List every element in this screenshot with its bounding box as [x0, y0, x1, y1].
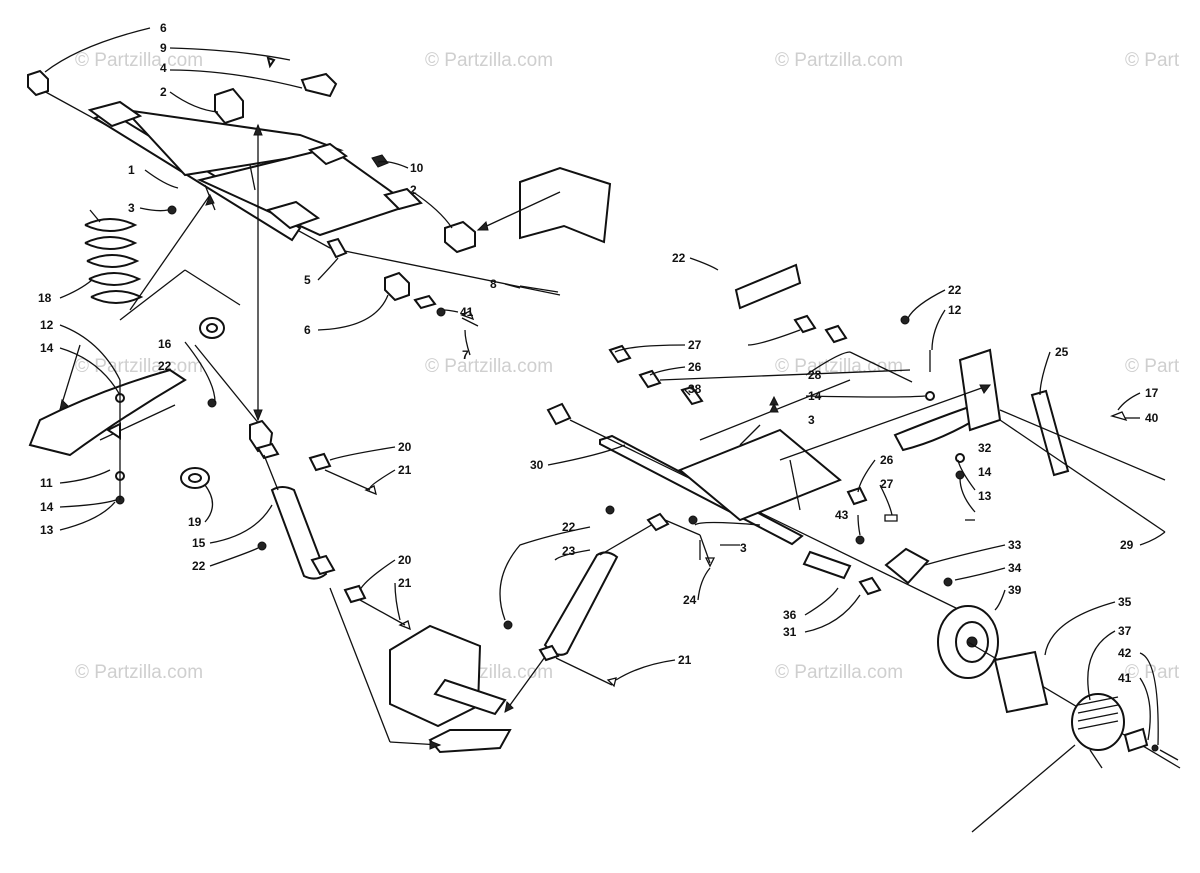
callout-label: 13 — [978, 489, 992, 503]
callout-label: 26 — [880, 453, 894, 467]
wheel-and-spring-assembly — [937, 605, 1181, 833]
callout-label: 32 — [978, 441, 992, 455]
callout-label: 13 — [40, 523, 54, 537]
callout-label: 15 — [192, 536, 206, 550]
callout-label: 16 — [158, 337, 172, 351]
watermark: © Partzilla.com — [425, 356, 553, 377]
watermark-layer: © Partzilla.com © Partzilla.com © Partzi… — [75, 50, 1180, 683]
callout-label: 12 — [40, 318, 54, 332]
callout-label: 42 — [1118, 646, 1132, 660]
callout-label: 12 — [948, 303, 962, 317]
watermark: © Partzilla.com — [775, 50, 903, 71]
callout-label: 21 — [678, 653, 692, 667]
center-shock-assembly — [503, 505, 716, 688]
callout-label: 25 — [1055, 345, 1069, 359]
callout-label: 35 — [1118, 595, 1132, 609]
callout-label: 2 — [160, 85, 167, 99]
watermark: © Partzilla.com — [775, 356, 903, 377]
callout-label: 8 — [490, 277, 497, 291]
watermark-partial: © Part — [1125, 356, 1180, 377]
callout-label: 22 — [192, 559, 206, 573]
rear-arm-assembly — [546, 263, 1166, 611]
callout-label: 11 — [40, 476, 53, 490]
callout-label: 14 — [40, 500, 54, 514]
callout-label: 39 — [1008, 583, 1022, 597]
callout-labels: 6 9 4 2 10 1 3 2 18 8 5 41 6 12 16 22 7 … — [38, 21, 1159, 685]
callout-label: 21 — [398, 463, 412, 477]
callout-label: 31 — [783, 625, 797, 639]
watermark: © Partzilla.com — [775, 662, 903, 683]
callout-label: 9 — [160, 41, 167, 55]
watermark-partial: © Part — [1125, 50, 1180, 71]
callout-label: 20 — [398, 440, 412, 454]
left-suspension-assembly — [28, 123, 411, 631]
callout-label: 14 — [40, 341, 54, 355]
callout-label: 17 — [1145, 386, 1159, 400]
callout-label: 38 — [688, 382, 702, 396]
callout-label: 3 — [740, 541, 747, 555]
watermark: © Partzilla.com — [75, 50, 203, 71]
callout-label: 29 — [1120, 538, 1134, 552]
callout-label: 14 — [808, 389, 822, 403]
front-arm-assembly — [27, 56, 612, 327]
callout-label: 7 — [462, 348, 469, 362]
lower-bracket-assembly — [329, 587, 551, 754]
callout-label: 30 — [530, 458, 544, 472]
callout-label: 23 — [562, 544, 576, 558]
callout-label: 28 — [808, 368, 822, 382]
callout-label: 22 — [562, 520, 576, 534]
callout-label: 6 — [304, 323, 311, 337]
callout-label: 1 — [128, 163, 135, 177]
callout-label: 27 — [688, 338, 702, 352]
callout-label: 22 — [158, 359, 172, 373]
callout-label: 43 — [835, 508, 849, 522]
callout-label: 2 — [410, 183, 417, 197]
callout-label: 37 — [1118, 624, 1132, 638]
watermark: © Partzilla.com — [425, 50, 553, 71]
callout-label: 27 — [880, 477, 894, 491]
watermark: © Partzilla.com — [75, 662, 203, 683]
callout-label: 19 — [188, 515, 202, 529]
callout-label: 21 — [398, 576, 412, 590]
callout-label: 41 — [1118, 671, 1132, 685]
watermark: © Partzilla.com — [75, 356, 203, 377]
callout-label: 5 — [304, 273, 311, 287]
callout-label: 24 — [683, 593, 697, 607]
callout-label: 36 — [783, 608, 797, 622]
callout-label: 10 — [410, 161, 424, 175]
callout-label: 4 — [160, 61, 167, 75]
callout-label: 14 — [978, 465, 992, 479]
callout-label: 18 — [38, 291, 52, 305]
callout-label: 6 — [160, 21, 167, 35]
callout-label: 41 — [460, 305, 474, 319]
callout-leaders — [44, 27, 1166, 746]
callout-label: 26 — [688, 360, 702, 374]
callout-label: 20 — [398, 553, 412, 567]
callout-label: 34 — [1008, 561, 1022, 575]
callout-label: 33 — [1008, 538, 1022, 552]
callout-label: 40 — [1145, 411, 1159, 425]
callout-label: 22 — [948, 283, 962, 297]
callout-label: 22 — [672, 251, 686, 265]
callout-label: 3 — [808, 413, 815, 427]
callout-label: 3 — [128, 201, 135, 215]
